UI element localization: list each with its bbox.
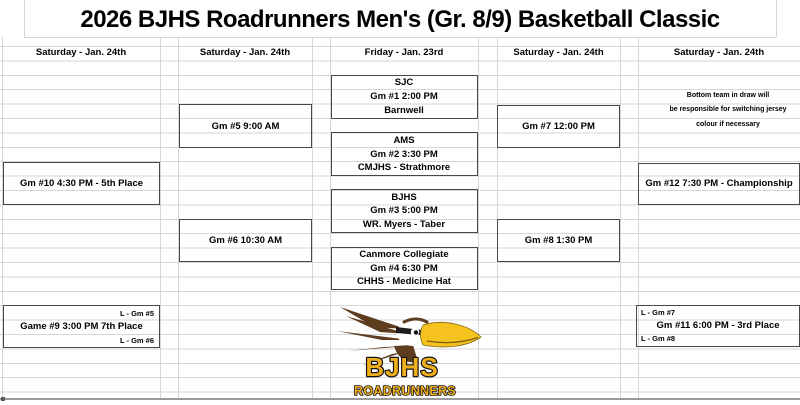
game2-info: Gm #2 3:30 PM: [370, 148, 438, 160]
grid-vline: [178, 37, 179, 398]
jersey-note-line-1: Bottom team in draw will: [686, 92, 770, 99]
game1-info: Gm #1 2:00 PM: [370, 91, 438, 102]
game3-team-top: BJHS: [391, 191, 417, 203]
column-header-1: Saturday - Jan. 24th: [35, 47, 127, 58]
column-header-2: Saturday - Jan. 24th: [199, 47, 291, 58]
game9-source-top: L - Gm #5: [119, 308, 154, 318]
game9-info: Game #9 3:00 PM 7th Place: [20, 321, 143, 332]
game6-info: Gm #6 10:30 AM: [208, 234, 283, 246]
game4-team-top: Canmore Collegiate: [359, 249, 449, 261]
game-box-2[interactable]: AMS Gm #2 3:30 PM CMJHS - Strathmore: [330, 132, 478, 176]
game-box-10[interactable]: Gm #10 4:30 PM - 5th Place: [3, 162, 160, 205]
grid-vline: [776, 0, 777, 37]
game1-team-top: SJC: [394, 77, 414, 89]
roadrunner-head-icon: [337, 307, 482, 366]
grid-vline: [497, 37, 498, 398]
grid-vline: [638, 37, 639, 398]
game2-team-bottom: CMJHS - Strathmore: [357, 162, 451, 174]
game12-info: Gm #12 7:30 PM - Championship: [645, 178, 793, 190]
page-title: 2026 BJHS Roadrunners Men's (Gr. 8/9) Ba…: [80, 6, 720, 33]
game1-team-bottom: Barnwell: [384, 104, 424, 116]
column-header-5: Saturday - Jan. 24th: [673, 47, 765, 58]
game11-info: Gm #11 6:00 PM - 3rd Place: [656, 320, 780, 332]
logo-team-text: ROADRUNNERS: [354, 384, 456, 398]
jersey-note-line-3: colour if necessary: [696, 120, 760, 128]
game10-info: Gm #10 4:30 PM - 5th Place: [19, 178, 144, 189]
game9-source-bottom: L - Gm #6: [119, 335, 154, 345]
jersey-note-line-2: be responsible for switching jersey: [669, 106, 787, 114]
game2-team-top: AMS: [393, 134, 415, 146]
game-box-6[interactable]: Gm #6 10:30 AM: [179, 218, 312, 262]
game4-team-bottom: CHHS - Medicine Hat: [357, 276, 451, 288]
game-box-11[interactable]: L - Gm #7 Gm #11 6:00 PM - 3rd Place L -…: [636, 305, 800, 347]
game-box-5[interactable]: Gm #5 9:00 AM: [179, 104, 312, 148]
game8-info: Gm #8 1:30 PM: [524, 234, 593, 246]
game11-source-top: L - Gm #7: [641, 308, 676, 318]
game3-team-bottom: WR. Myers - Taber: [362, 218, 446, 230]
game-box-4[interactable]: Canmore Collegiate Gm #4 6:30 PM CHHS - …: [330, 246, 478, 290]
game-box-8[interactable]: Gm #8 1:30 PM: [497, 218, 620, 262]
game11-source-bottom: L - Gm #8: [641, 334, 676, 344]
game-box-1[interactable]: SJC Gm #1 2:00 PM Barnwell: [330, 74, 478, 119]
game5-info: Gm #5 9:00 AM: [211, 120, 280, 132]
grid-vline: [160, 37, 161, 398]
grid-vline: [312, 37, 313, 398]
game-box-3[interactable]: BJHS Gm #3 5:00 PM WR. Myers - Taber: [330, 189, 478, 233]
grid-vline: [2, 37, 3, 398]
roadrunners-logo: BJHS ROADRUNNERS: [337, 307, 482, 399]
game-box-7[interactable]: Gm #7 12:00 PM: [497, 105, 620, 148]
grid-vline: [478, 37, 479, 398]
game-box-12[interactable]: Gm #12 7:30 PM - Championship: [638, 162, 800, 205]
section-divider-corner: [1, 397, 5, 401]
column-header-4: Saturday - Jan. 24th: [513, 47, 604, 58]
section-divider: [0, 398, 800, 400]
logo-school-text: BJHS: [365, 352, 438, 382]
grid-line: [24, 37, 776, 38]
grid-vline: [24, 0, 25, 37]
jersey-note: Bottom team in draw will be responsible …: [650, 89, 800, 132]
game4-info: Gm #4 6:30 PM: [370, 262, 438, 274]
game3-info: Gm #3 5:00 PM: [370, 205, 438, 217]
grid-vline: [620, 37, 621, 398]
game-box-9[interactable]: L - Gm #5 Game #9 3:00 PM 7th Place L - …: [3, 305, 160, 348]
column-header-3: Friday - Jan. 23rd: [364, 47, 444, 58]
game7-info: Gm #7 12:00 PM: [522, 121, 595, 132]
